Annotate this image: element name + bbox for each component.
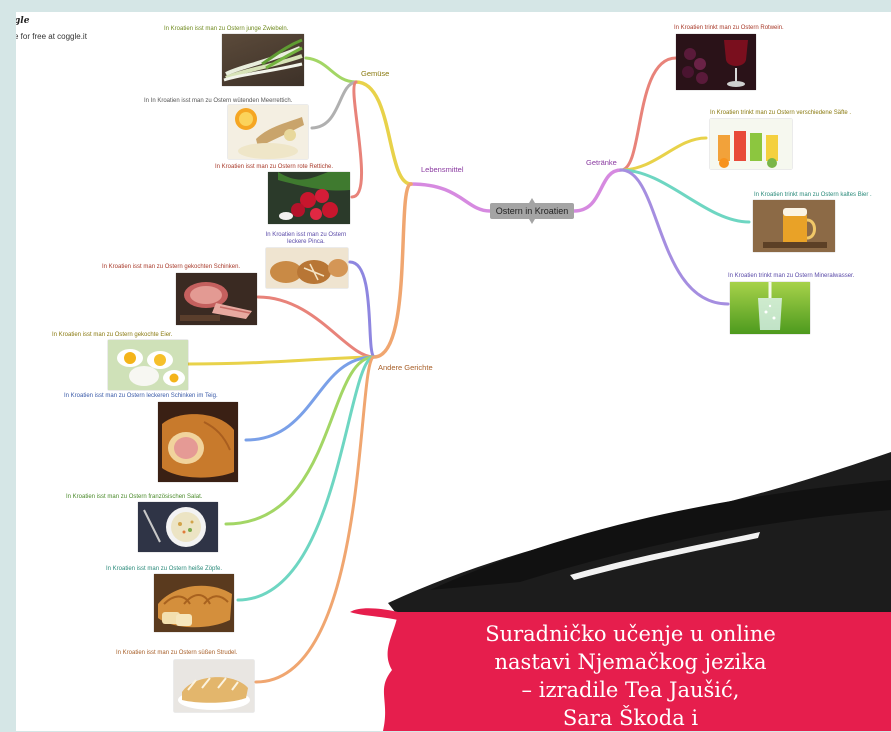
branch-lebensmittel[interactable]: Lebensmittel xyxy=(421,165,464,174)
photo-boiled-ham xyxy=(176,273,257,325)
edge-andere-strudel xyxy=(254,355,376,684)
edge-getraenke-rotwein xyxy=(619,56,678,172)
photo-braided-bread xyxy=(154,574,234,632)
photo-spring-onions xyxy=(222,34,304,86)
edge-gemuese-rettiche xyxy=(350,80,364,199)
node-caption-pinca[interactable]: In Kroatien isst man zu Ostern leckere P… xyxy=(265,232,347,245)
banner-title-line-1: Suradničko učenje u online xyxy=(485,622,776,646)
node-caption-strudel[interactable]: In Kroatien isst man zu Ostern süßen Str… xyxy=(116,650,238,656)
node-caption-mineralwasser[interactable]: In Kroatien trinkt man zu Ostern Mineral… xyxy=(728,273,855,279)
photo-mineral-water xyxy=(730,282,810,334)
edge-gemuese-zwiebeln xyxy=(304,56,358,84)
edge-getraenke-saefte xyxy=(619,136,708,172)
edge-andere-pinca xyxy=(348,260,376,359)
edge-lebensmittel-gemuese xyxy=(354,80,413,186)
coggle-logo[interactable]: gle xyxy=(16,16,30,26)
photo-juices xyxy=(710,119,792,169)
edge-andere-schinken xyxy=(256,295,376,359)
branch-getraenke[interactable]: Getränke xyxy=(586,158,617,167)
node-caption-rotwein[interactable]: In Kroatien trinkt man zu Ostern Rotwein… xyxy=(674,25,784,31)
node-caption-schinken-im-teig[interactable]: In Kroatien isst man zu Ostern leckeren … xyxy=(64,393,218,399)
node-caption-bier[interactable]: In Kroatien trinkt man zu Ostern kaltes … xyxy=(754,192,872,198)
mindmap-edges xyxy=(186,56,751,684)
node-caption-zoepfe[interactable]: In Kroatien isst man zu Ostern heiße Zöp… xyxy=(106,566,223,572)
node-caption-zwiebeln[interactable]: In Kroatien isst man zu Ostern junge Zwi… xyxy=(164,26,289,32)
edge-andere-salat xyxy=(224,355,376,526)
banner-title-line-2: nastavi Njemačkog jezika xyxy=(494,650,767,674)
edge-andere-teig xyxy=(244,355,376,442)
edge-lebensmittel-andere xyxy=(372,182,413,359)
photo-ham-in-dough xyxy=(158,402,238,482)
banner-title-line-3: – izradile Tea Jaušić, xyxy=(521,678,740,702)
photo-pinca xyxy=(266,248,348,288)
edge-root-getraenke xyxy=(572,168,623,213)
node-caption-rettiche[interactable]: In Kroatien isst man zu Ostern rote Rett… xyxy=(215,164,334,170)
photo-french-salad xyxy=(138,502,218,552)
node-caption-meerrettich[interactable]: In In Kroatien isst man zu Ostern wütend… xyxy=(144,98,293,104)
photo-horseradish xyxy=(228,105,308,159)
node-caption-salat[interactable]: In Kroatien isst man zu Ostern französis… xyxy=(66,494,203,500)
edge-root-lebensmittel xyxy=(409,182,492,213)
edge-gemuese-meerrettich xyxy=(310,80,358,130)
photo-radishes xyxy=(268,172,350,224)
node-caption-schinken[interactable]: In Kroatien isst man zu Ostern gekochten… xyxy=(102,264,241,270)
edge-andere-zoepfe xyxy=(236,355,376,602)
node-caption-eier[interactable]: In Kroatien isst man zu Ostern gekochte … xyxy=(52,332,173,338)
root-grip-bottom xyxy=(529,219,535,224)
edge-getraenke-wasser xyxy=(619,168,730,306)
photo-boiled-eggs xyxy=(108,340,188,390)
edge-getraenke-bier xyxy=(619,168,751,224)
coggle-tagline[interactable]: e for free at coggle.it xyxy=(16,32,87,41)
root-node[interactable]: Ostern in Kroatien xyxy=(490,203,574,219)
node-caption-saefte[interactable]: In Kroatien trinkt man zu Ostern verschi… xyxy=(710,110,852,116)
photo-cold-beer xyxy=(753,200,835,252)
photo-red-wine xyxy=(676,34,756,90)
banner-title-line-4: Sara Škoda i xyxy=(562,706,699,730)
branch-andere-gerichte[interactable]: Andere Gerichte xyxy=(378,363,433,372)
root-grip-top xyxy=(529,198,535,203)
photo-strudel xyxy=(174,660,254,712)
branch-gemuese[interactable]: Gemüse xyxy=(361,69,390,78)
edge-andere-eier xyxy=(186,355,376,366)
